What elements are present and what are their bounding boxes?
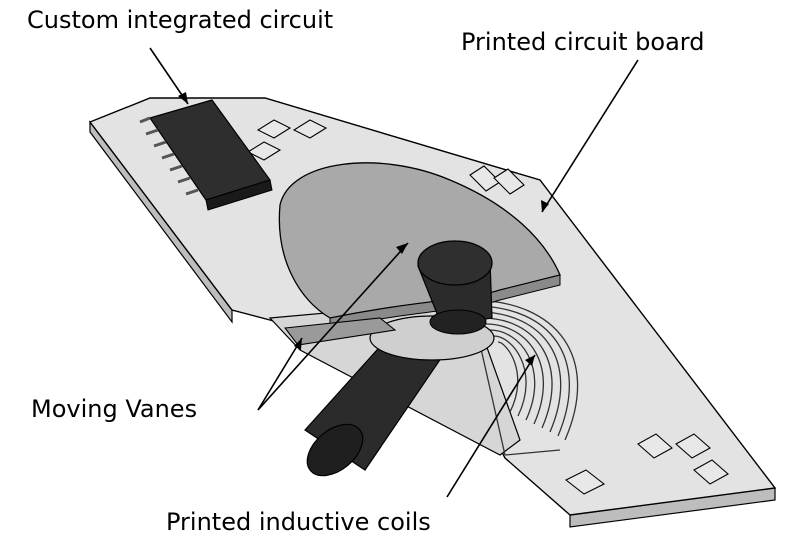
smd-component [675,433,711,459]
shaft-top [417,240,493,335]
moving-vane-lower [283,317,397,346]
smd-component [637,433,673,459]
leader-vanes-2 [257,337,303,411]
arrowhead [525,355,535,366]
arrowhead [178,92,188,104]
label-printed-inductive-coils: Printed inductive coils [166,508,431,536]
smd-components-top [246,119,525,195]
arrowheads [178,92,549,366]
printed-inductive-coils [469,299,579,456]
smd-components-bottom [564,433,729,495]
label-moving-vanes: Moving Vanes [31,395,198,423]
smd-component [493,168,525,195]
leader-vanes-1 [257,242,409,411]
smd-component [256,119,292,139]
smd-component [564,469,606,495]
custom-ic-chip [139,99,273,211]
smd-component [693,459,729,485]
label-custom-integrated-circuit: Custom integrated circuit [27,6,334,34]
arrowhead [294,338,302,350]
arrowhead [396,243,408,254]
arrowhead [541,200,549,212]
label-printed-circuit-board: Printed circuit board [461,28,705,56]
leader-coils [446,354,536,498]
smd-component [246,141,282,161]
shaft [304,329,451,477]
smd-component [292,119,328,139]
leader-pcb [541,59,639,213]
